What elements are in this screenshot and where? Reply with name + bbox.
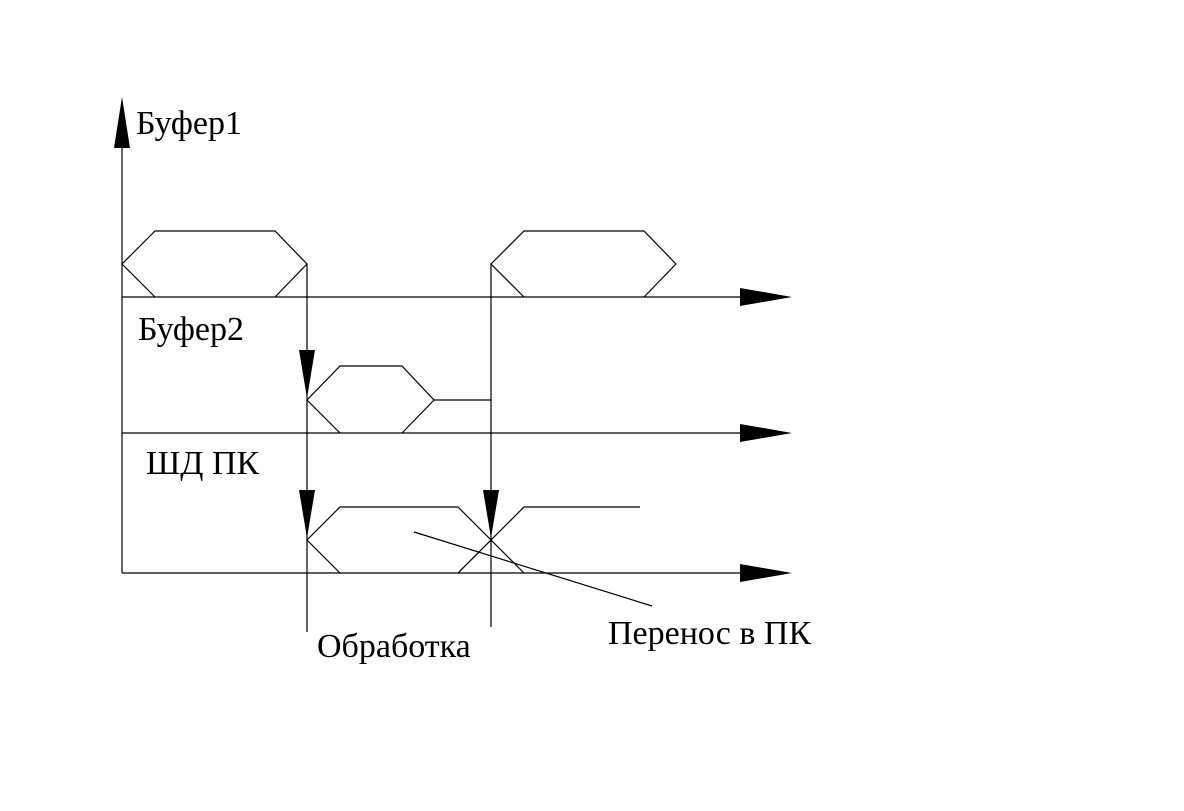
buffer2-pulse bbox=[306, 365, 491, 434]
vertical-axis bbox=[114, 97, 130, 573]
buffer1-pulse-1 bbox=[121, 230, 308, 298]
down-arrow-icon bbox=[483, 490, 499, 538]
up-arrow-icon bbox=[114, 97, 130, 148]
buffer1-time-axis bbox=[122, 288, 792, 306]
transfer-event-line bbox=[483, 264, 499, 627]
down-arrow-icon bbox=[299, 350, 315, 398]
buffer2-label: Буфер2 bbox=[138, 311, 244, 348]
buffer1-label: Буфер1 bbox=[136, 105, 242, 142]
processing-event-line bbox=[299, 264, 315, 632]
buffer2-time-axis bbox=[122, 424, 792, 442]
down-arrow-icon bbox=[299, 490, 315, 538]
data-bus-pulse-1 bbox=[306, 506, 492, 574]
processing-label: Обработка bbox=[317, 628, 471, 665]
data-bus-pulse-2 bbox=[457, 506, 640, 574]
right-arrow-icon bbox=[740, 564, 792, 582]
transfer-label: Перенос в ПК bbox=[608, 615, 811, 652]
right-arrow-icon bbox=[740, 288, 792, 306]
transfer-leader-line bbox=[413, 531, 653, 607]
data-bus-time-axis bbox=[122, 564, 792, 582]
data-bus-label: ШД ПК bbox=[146, 445, 260, 482]
right-arrow-icon bbox=[740, 424, 792, 442]
buffer1-pulse-2 bbox=[490, 230, 677, 298]
